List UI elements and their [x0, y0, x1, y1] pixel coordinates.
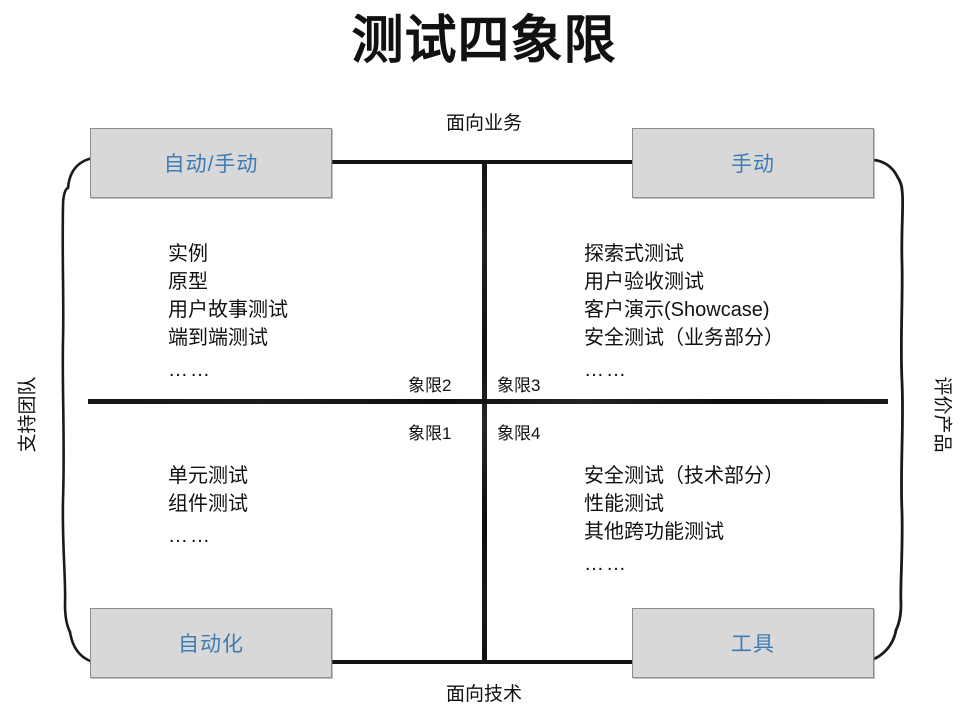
- axis-top-connector: [320, 160, 650, 164]
- frame-left-edge: [61, 186, 72, 634]
- quadrant-3-items: 探索式测试 用户验收测试 客户演示(Showcase) 安全测试（业务部分） ……: [584, 240, 784, 384]
- list-item: 安全测试（业务部分）: [584, 327, 784, 349]
- list-ellipsis: ……: [584, 359, 628, 381]
- list-ellipsis: ……: [168, 359, 212, 381]
- list-item: 其他跨功能测试: [584, 521, 724, 543]
- caption-business-facing: 面向业务: [445, 113, 522, 134]
- corner-box-top-right: 手动: [632, 128, 874, 198]
- list-item: 客户演示(Showcase): [584, 299, 770, 321]
- quadrant-1-items: 单元测试 组件测试 ……: [168, 462, 248, 550]
- list-ellipsis: ……: [168, 525, 212, 547]
- quadrant-4-tag: 象限4: [497, 424, 541, 443]
- quadrant-2-tag: 象限2: [408, 376, 452, 395]
- list-item: 用户故事测试: [168, 299, 288, 321]
- caption-critique-product: 评价产品: [931, 376, 953, 453]
- list-item: 实例: [168, 243, 208, 265]
- axis-horizontal-divider: [88, 399, 888, 404]
- frame-corner-top-right: [870, 158, 904, 192]
- page-title: 测试四象限: [351, 12, 617, 70]
- list-item: 端到端测试: [168, 327, 268, 349]
- quadrant-2-items: 实例 原型 用户故事测试 端到端测试 ……: [168, 240, 288, 384]
- caption-technology-facing: 面向技术: [445, 684, 522, 705]
- list-item: 组件测试: [168, 493, 248, 515]
- list-item: 原型: [168, 271, 208, 293]
- caption-support-team: 支持团队: [17, 376, 39, 453]
- list-item: 性能测试: [584, 493, 664, 515]
- quadrant-1-tag: 象限1: [408, 424, 452, 443]
- quadrant-3-tag: 象限3: [497, 376, 541, 395]
- list-item: 用户验收测试: [584, 271, 704, 293]
- list-item: 探索式测试: [584, 243, 684, 265]
- corner-box-top-left: 自动/手动: [90, 128, 332, 198]
- list-item: 安全测试（技术部分）: [584, 465, 784, 487]
- axis-vertical-divider: [482, 163, 487, 663]
- list-ellipsis: ……: [584, 553, 628, 575]
- quadrant-4-items: 安全测试（技术部分） 性能测试 其他跨功能测试 ……: [584, 462, 784, 578]
- corner-box-bottom-left: 自动化: [90, 608, 332, 678]
- axis-bottom-connector: [320, 660, 650, 664]
- frame-right-edge: [894, 188, 905, 632]
- corner-box-bottom-right: 工具: [632, 608, 874, 678]
- list-item: 单元测试: [168, 465, 248, 487]
